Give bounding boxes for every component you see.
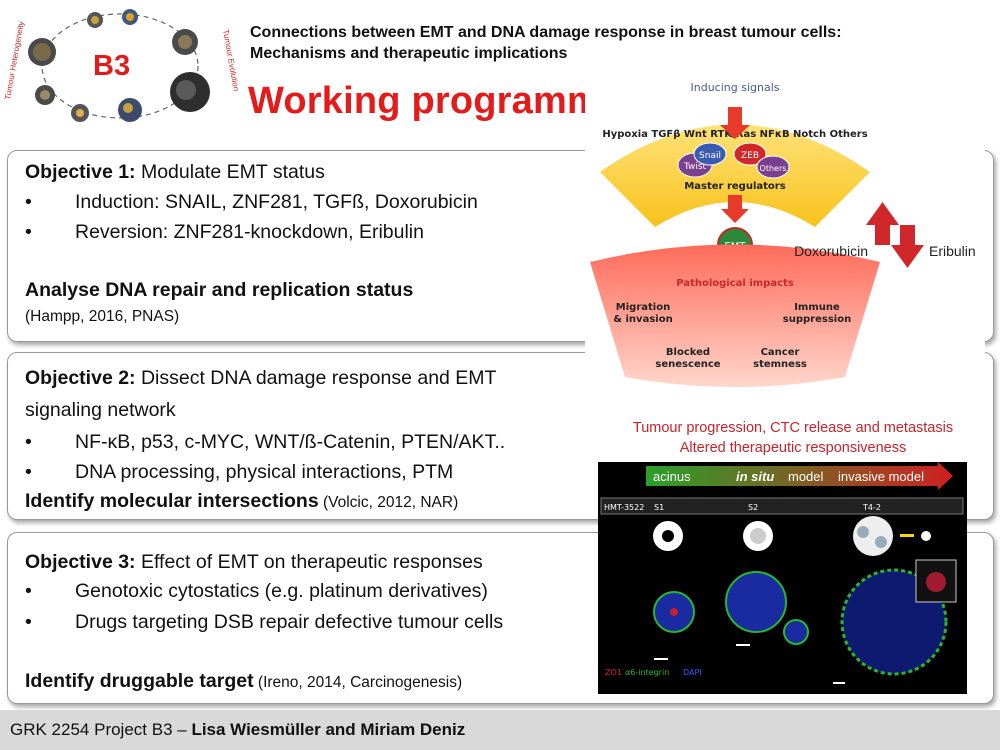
logo-graphic: Tumour Heterogeneity Tumour Evolution (3, 9, 241, 122)
figure-caption: Tumour progression, CTC release and meta… (583, 418, 1000, 458)
logo-arc-left: Tumour Heterogeneity (3, 21, 26, 101)
page-subtitle: Connections between EMT and DNA damage r… (250, 22, 990, 64)
doxorubicin-label: Doxorubicin (794, 243, 868, 259)
caption-line-1: Tumour progression, CTC release and meta… (632, 420, 954, 436)
regulator-snail (693, 142, 727, 166)
regulator-others-label: Others (760, 164, 787, 173)
bullet-mark: • (25, 580, 32, 602)
bullet-mark: • (25, 611, 32, 633)
objective-2-reference: (Volcic, 2012, NAR) (318, 494, 459, 511)
banner-model: model (788, 469, 824, 484)
objective-3-title: Effect of EMT on therapeutic responses (135, 551, 483, 573)
pathological-impacts-label: Pathological impacts (676, 278, 794, 289)
drug-arrow-down-icon (891, 225, 924, 268)
objective-3-heading: Objective 3: Effect of EMT on therapeuti… (25, 551, 483, 574)
stage-bar (600, 497, 964, 515)
bullet-mark: • (25, 221, 32, 243)
regulator-zeb (733, 142, 767, 166)
objective-3-reference: (Ireno, 2014, Carcinogenesis) (253, 674, 463, 691)
microscopy-figure: acinus in situ model invasive model HMT-… (598, 462, 967, 694)
caption-line-2: Altered therapeutic responsiveness (679, 440, 907, 456)
logo-label: B3 (93, 50, 131, 82)
impacts-band (590, 244, 880, 387)
banner-acinus: acinus (653, 469, 691, 484)
progression-banner (646, 462, 953, 490)
objective-1-bullet-2: Reversion: ZNF281-knockdown, Eribulin (75, 221, 424, 243)
regulator-snail-label: Snail (699, 151, 721, 161)
footer-prefix: GRK 2254 Project B3 – (10, 720, 192, 739)
impact-migration: Migration& invasion (613, 302, 672, 325)
stage-t42: T4-2 (862, 503, 881, 512)
objective-3-goal-text: Identify druggable target (25, 670, 254, 692)
inducing-signals-label: Inducing signals (691, 81, 780, 94)
regulator-zeb-label: ZEB (741, 151, 759, 161)
objective-2-title: Dissect DNA damage response and EMT (135, 367, 497, 389)
objective-3-bullet-2: Drugs targeting DSB repair defective tum… (75, 611, 504, 633)
legend-zo1: ZO1 (605, 668, 622, 677)
project-logo: Tumour Heterogeneity Tumour Evolution (0, 0, 241, 135)
objective-2-label: Objective 2: (25, 367, 136, 389)
objective-2-bullet-1: NF-κB, p53, c-MYC, WNT/ß-Catenin, PTEN/A… (75, 431, 506, 453)
bullet-mark: • (25, 461, 32, 483)
objective-1-goal: Analyse DNA repair and replication statu… (25, 279, 413, 302)
banner-invasive: invasive model (838, 469, 924, 484)
banner-in-situ: in situ (736, 469, 774, 484)
footer-bar (0, 710, 1000, 750)
emt-diagram: Inducing signals Hypoxia TGFβ Wnt RTK/Ra… (585, 77, 985, 407)
microscopy-graphic: acinus in situ model invasive model HMT-… (600, 462, 964, 684)
subtitle-line-1: Connections between EMT and DNA damage r… (250, 24, 842, 41)
footer-text: GRK 2254 Project B3 – Lisa Wiesmüller an… (10, 720, 465, 740)
objective-2-goal: Identify molecular intersections (Volcic… (25, 490, 458, 513)
objective-2-heading: Objective 2: Dissect DNA damage response… (25, 367, 496, 390)
objective-1-label: Objective 1: (25, 161, 136, 183)
down-arrow-icon (720, 107, 750, 139)
cell-line-label: HMT-3522 (604, 503, 644, 512)
objective-2-heading-line-2: signaling network (25, 399, 176, 421)
stage-s2: S2 (748, 503, 758, 512)
objective-3-goal: Identify druggable target (Ireno, 2014, … (25, 670, 462, 693)
objective-1-title: Modulate EMT status (135, 161, 325, 183)
eribulin-label: Eribulin (929, 243, 976, 259)
objective-1-goal-text: Analyse DNA repair and replication statu… (25, 279, 414, 301)
objective-1-reference: (Hampp, 2016, PNAS) (25, 308, 180, 325)
emt-diagram-graphic: Inducing signals Hypoxia TGFβ Wnt RTK/Ra… (590, 81, 976, 387)
drug-arrow-up-icon (866, 202, 899, 245)
regulator-others (756, 155, 790, 179)
objective-1-bullet-1: Induction: SNAIL, ZNF281, TGFß, Doxorubi… (75, 191, 478, 213)
subtitle-line-2: Mechanisms and therapeutic implications (250, 45, 568, 62)
regulator-twist-label: Twist (683, 162, 707, 172)
logo-arc-right: Tumour Evolution (221, 29, 240, 92)
page-title: Working programme (248, 80, 623, 122)
legend-integrin: α6-integrin (625, 668, 669, 677)
stage-s1: S1 (654, 503, 664, 512)
legend-dapi: DAPI (683, 668, 702, 677)
objective-2-bullet-2: DNA processing, physical interactions, P… (75, 461, 454, 483)
fluorescence-s2 (725, 571, 787, 633)
bullet-mark: • (25, 431, 32, 453)
objective-1-heading: Objective 1: Modulate EMT status (25, 161, 325, 184)
down-arrow-icon (721, 195, 749, 223)
bullet-mark: • (25, 191, 32, 213)
master-regulators-label: Master regulators (684, 181, 785, 192)
signals-band (600, 124, 870, 227)
footer-authors: Lisa Wiesmüller and Miriam Deniz (191, 720, 466, 739)
objective-3-label: Objective 3: (25, 551, 136, 573)
objective-3-bullet-1: Genotoxic cytostatics (e.g. platinum der… (75, 580, 488, 602)
objective-2-goal-text: Identify molecular intersections (25, 490, 319, 512)
